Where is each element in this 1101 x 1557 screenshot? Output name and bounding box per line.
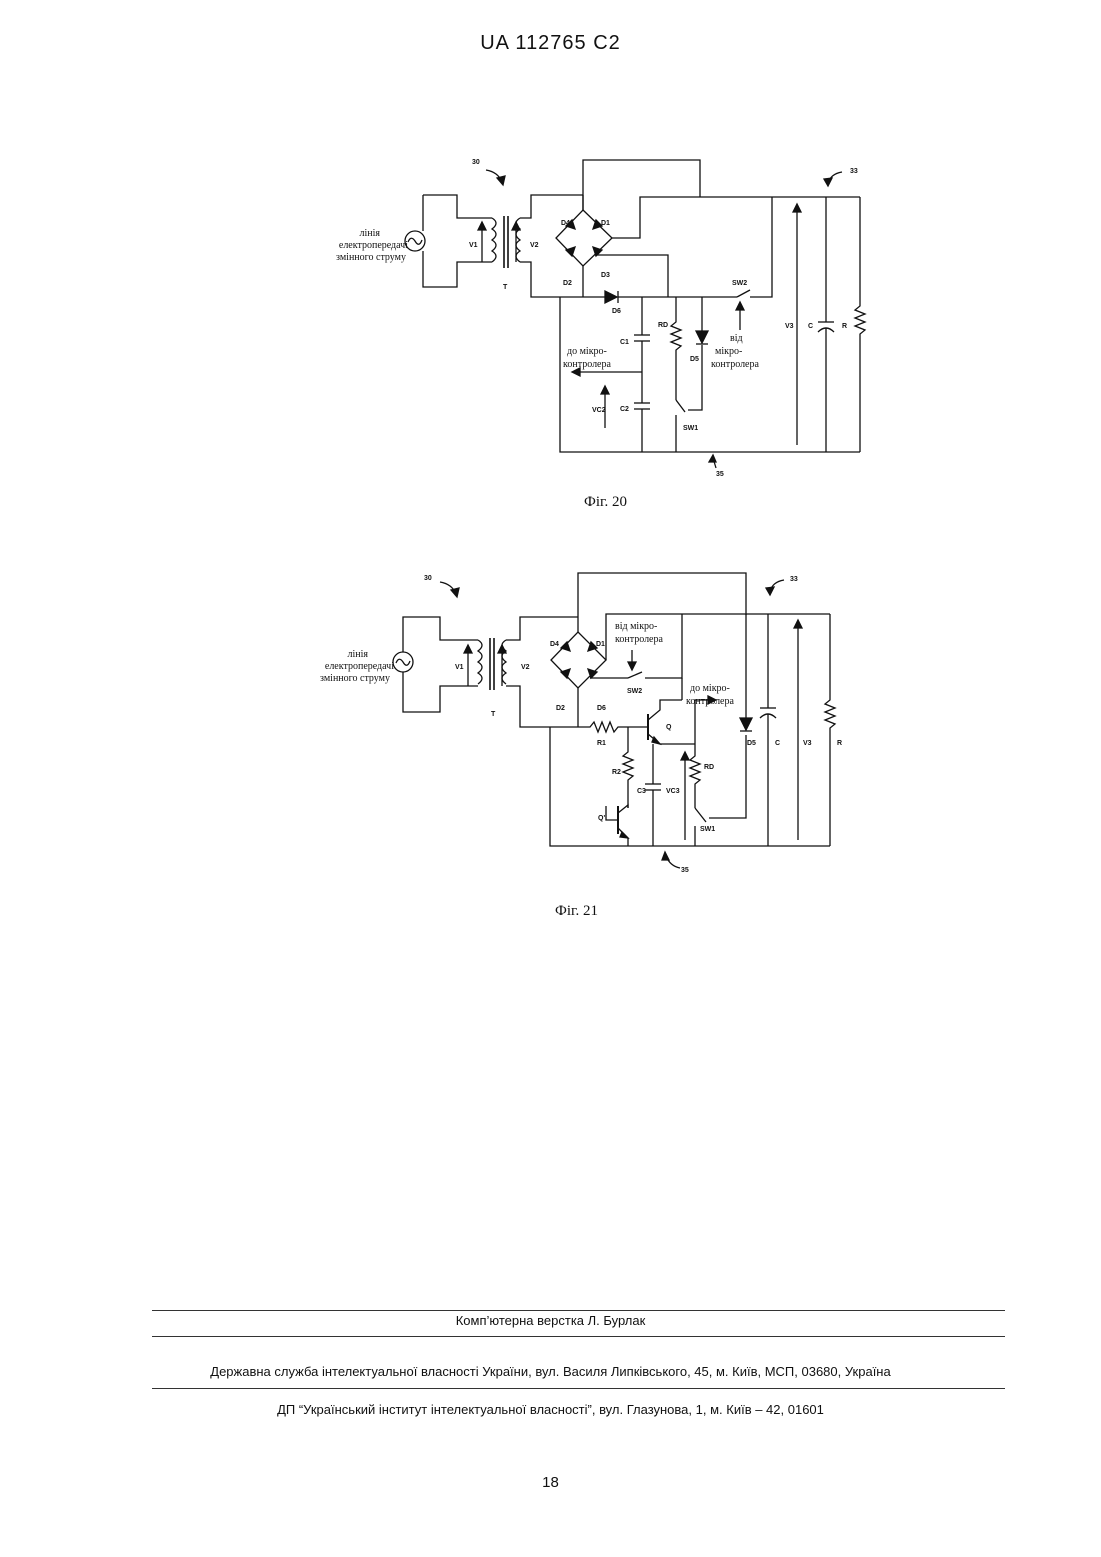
agency-address: Державна служба інтелектуальної власност…	[0, 1364, 1101, 1379]
footer-rule-bottom	[152, 1388, 1005, 1389]
fig21-label-C: C	[775, 740, 780, 747]
footer-rule-middle	[152, 1336, 1005, 1337]
fig21-label-VC3: VC3	[666, 788, 680, 795]
fig21-ref-30: 30	[424, 575, 432, 582]
fig21-to-mcu-1: до мікро-	[690, 683, 730, 694]
fig21-label-RD: RD	[704, 764, 714, 771]
fig21-from-mcu-2: контролера	[615, 634, 663, 645]
fig21-label-D1: D1	[596, 641, 605, 648]
fig21-caption: Фіг. 21	[555, 903, 598, 920]
fig21-source-label-3: змінного струму	[320, 673, 390, 684]
fig21-to-mcu-2: контролера	[686, 696, 734, 707]
fig21-ref-33: 33	[790, 576, 798, 583]
figure-21-circuit: лінія електропередачі змінного струму 30…	[0, 0, 1101, 900]
fig21-label-R2: R2	[612, 769, 621, 776]
fig21-label-D4: D4	[550, 641, 559, 648]
fig21-from-mcu-1: від мікро-	[615, 621, 657, 632]
fig21-label-R1: R1	[597, 740, 606, 747]
fig21-label-D5: D5	[747, 740, 756, 747]
footer-rule-top	[152, 1310, 1005, 1311]
institute-address: ДП “Український інститут інтелектуальної…	[0, 1402, 1101, 1417]
fig21-source-label-1: лінія	[348, 649, 369, 660]
layout-credit: Комп’ютерна верстка Л. Бурлак	[0, 1313, 1101, 1328]
page-number: 18	[0, 1474, 1101, 1491]
fig21-label-SW2: SW2	[627, 688, 642, 695]
fig21-ref-35: 35	[681, 867, 689, 874]
fig21-label-T: T	[491, 711, 496, 718]
fig21-label-C3: C3	[637, 788, 646, 795]
fig21-source-label-2: електропередачі	[325, 661, 394, 672]
fig21-label-D2: D2	[556, 705, 565, 712]
fig21-label-D6: D6	[597, 705, 606, 712]
fig21-label-V3: V3	[803, 740, 812, 747]
fig21-label-Q: Q	[666, 724, 672, 731]
fig21-label-SW1: SW1	[700, 826, 715, 833]
fig21-label-R: R	[837, 740, 842, 747]
fig21-label-Qp: Q'	[598, 815, 605, 822]
fig21-label-V2: V2	[521, 664, 530, 671]
fig21-label-V1: V1	[455, 664, 464, 671]
